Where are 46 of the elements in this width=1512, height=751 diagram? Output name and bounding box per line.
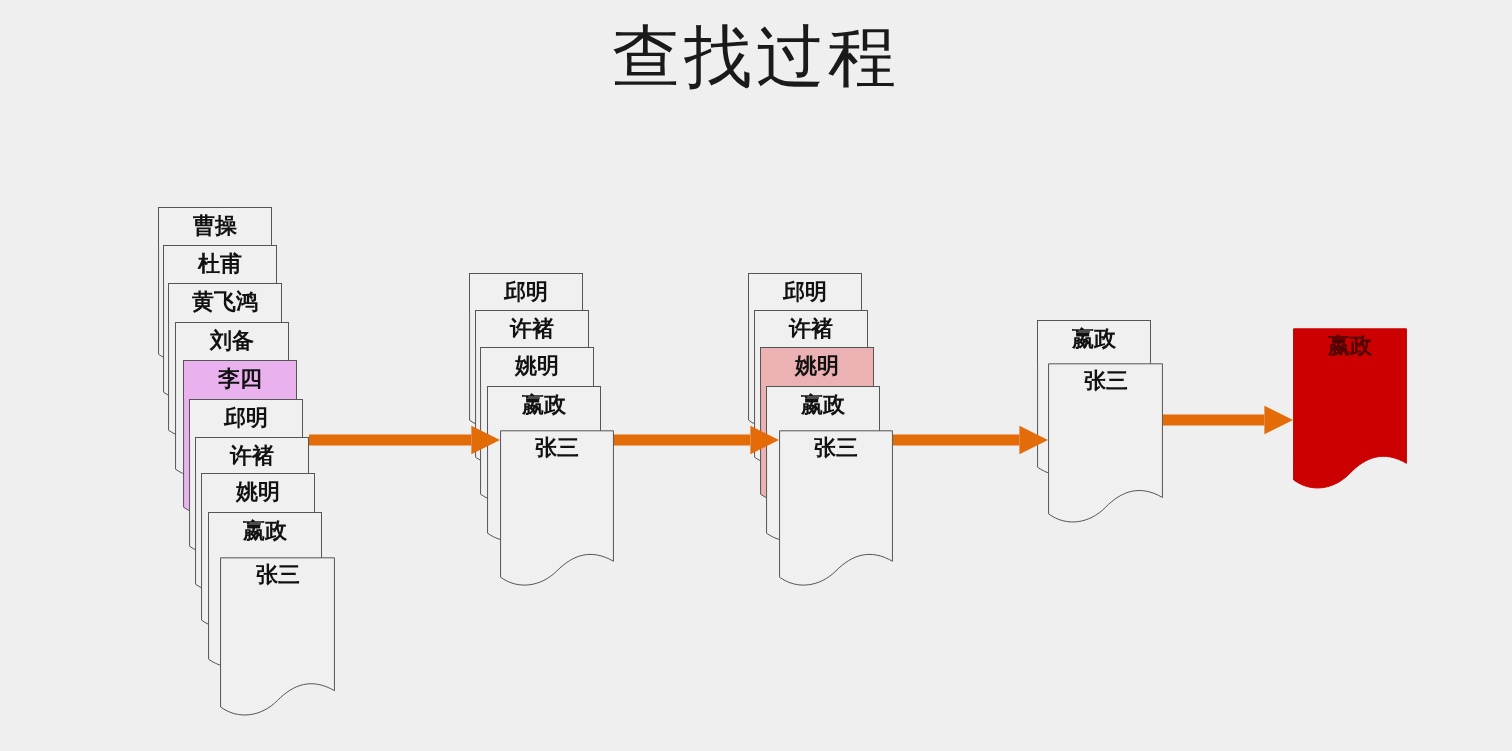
name-label: 姚明: [794, 353, 840, 379]
arrow: [1163, 405, 1293, 435]
document-card-top: [163, 245, 277, 283]
name-label: 邱明: [781, 279, 828, 305]
name-label: 张三: [534, 435, 580, 461]
document-card-top: [1037, 320, 1151, 363]
document-card-top: [480, 347, 594, 386]
name-label: 刘备: [208, 328, 255, 354]
name-label: 嬴政: [242, 518, 288, 544]
document-card-top: [208, 512, 322, 557]
name-label: 张三: [1082, 368, 1129, 394]
name-label: 张三: [254, 562, 301, 588]
document-card-top: [168, 283, 282, 322]
document-card-top: [183, 360, 297, 399]
name-label: 嬴政: [1071, 326, 1117, 352]
document-card-top: [195, 437, 309, 473]
name-label: 许褚: [787, 316, 834, 342]
name-label: 嬴政: [800, 392, 846, 418]
name-label: 邱明: [222, 405, 269, 431]
arrow: [309, 425, 500, 455]
name-label: 张三: [813, 435, 859, 461]
name-label: 杜甫: [196, 251, 243, 277]
name-label: 许褚: [228, 443, 275, 469]
name-label: 姚明: [514, 353, 560, 379]
document-card-top: [766, 386, 880, 430]
document-card-top: [487, 386, 601, 430]
document-card-top: [158, 207, 272, 245]
document-card-top: [754, 310, 868, 347]
name-label: 李四: [217, 366, 263, 392]
document-card-top: [469, 273, 583, 310]
name-label: 曹操: [192, 213, 238, 239]
document-card-top: [475, 310, 589, 347]
document-card-top: [760, 347, 874, 386]
document-card-top: [175, 322, 289, 360]
title: 查找过程: [611, 16, 901, 98]
name-label: 嬴政: [521, 392, 567, 418]
name-label: 许褚: [508, 316, 555, 342]
name-label: 嬴政: [1327, 333, 1373, 359]
name-label: 黄飞鸿: [191, 289, 259, 315]
name-label: 姚明: [235, 479, 281, 505]
arrow: [893, 425, 1048, 455]
document-card-top: [748, 273, 862, 310]
document-card-top: [201, 473, 315, 512]
name-label: 邱明: [502, 279, 549, 305]
document-card-top: [189, 399, 303, 437]
arrow: [614, 425, 779, 455]
